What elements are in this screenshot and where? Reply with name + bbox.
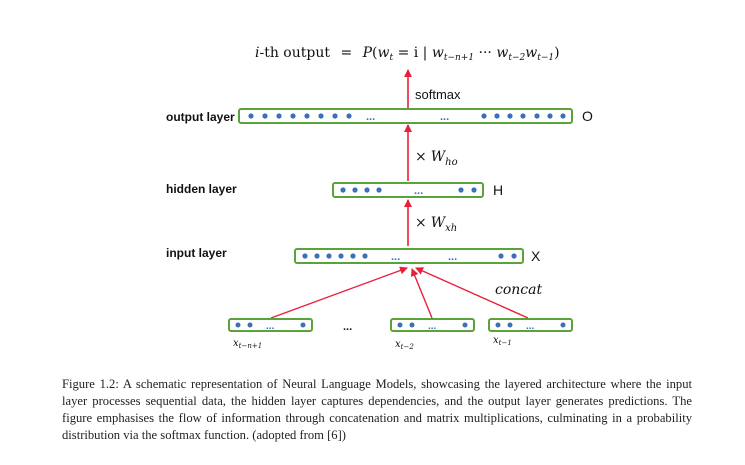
hidden-layer-label: hidden layer <box>166 182 237 196</box>
output-dots-right <box>481 113 566 119</box>
xt1-label: xt−1 <box>493 335 512 347</box>
softmax-label: softmax <box>415 87 461 102</box>
w-ho-label: ×Who <box>415 149 458 168</box>
input-layer-label: input layer <box>166 246 227 260</box>
xt-n1-ellipsis: ... <box>266 321 275 332</box>
w-xh-label: ×Wxh <box>415 215 457 234</box>
arrow-xt2-to-input <box>410 268 433 319</box>
input-ellipsis-1: ... <box>391 251 400 263</box>
concat-label: concat <box>495 282 542 298</box>
between-vectors-dots: ... <box>343 321 352 333</box>
output-ellipsis-1: ... <box>366 111 375 123</box>
xt-n1-label: xt−n+1 <box>233 338 262 350</box>
xt1-ellipsis: ... <box>526 321 535 332</box>
output-layer-vector: ... ... <box>238 108 573 124</box>
input-ellipsis-2: ... <box>448 251 457 263</box>
input-vector-xt2: ... <box>390 318 475 332</box>
input-X-label: X <box>531 248 541 264</box>
hidden-ellipsis: ... <box>414 185 423 197</box>
output-formula: i-th output = P(wt = i | wt−n+1 ··· wt−2… <box>255 45 560 63</box>
input-vector-xt1: ... <box>488 318 573 332</box>
output-dots-left <box>248 113 352 119</box>
xt2-ellipsis: ... <box>428 321 437 332</box>
xt2-label: xt−2 <box>395 339 414 351</box>
input-vector-xt-n1: ... <box>228 318 313 332</box>
output-layer-label: output layer <box>166 110 235 124</box>
hidden-layer-vector: ... <box>332 182 484 198</box>
output-ellipsis-2: ... <box>440 111 449 123</box>
hidden-H-label: H <box>493 182 503 198</box>
arrow-xt-n1-to-input <box>270 266 408 319</box>
figure-caption: Figure 1.2: A schematic representation o… <box>62 377 692 442</box>
input-layer-vector: ... ... <box>294 248 524 264</box>
arrow-xt1-to-input <box>415 267 529 319</box>
output-O-label: O <box>582 108 593 124</box>
